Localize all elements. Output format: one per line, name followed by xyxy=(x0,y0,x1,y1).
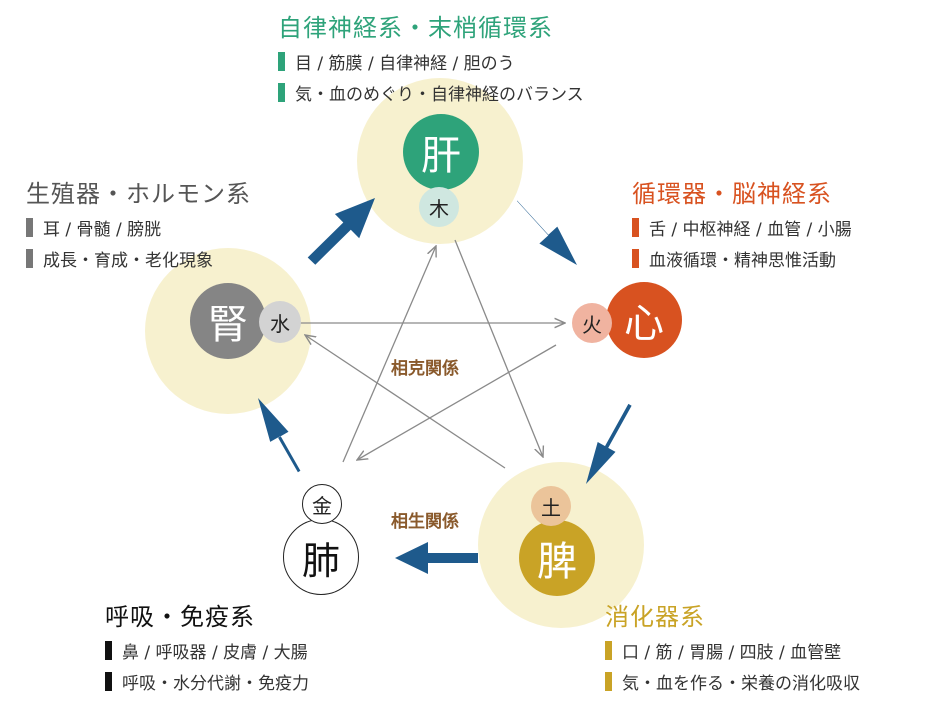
generation-arrow-liver-heart xyxy=(517,200,577,265)
generation-arrow-lung-kidney xyxy=(258,398,301,473)
lung-system-block: 呼吸・免疫系 鼻 / 呼吸器 / 皮膚 / 大腸 呼吸・水分代謝・免疫力 xyxy=(105,597,309,694)
kidney-system-line-2: 成長・育成・老化現象 xyxy=(43,251,213,271)
spleen-organ-label: 脾 xyxy=(537,539,577,585)
spleen-system-block: 消化器系 口 / 筋 / 胃腸 / 四肢 / 血管壁 気・血を作る・栄養の消化吸… xyxy=(605,597,860,694)
bullet-marker xyxy=(105,672,112,691)
bullet-marker xyxy=(278,52,285,71)
kidney-circle: 腎 xyxy=(190,283,266,359)
lung-system-line-1: 鼻 / 呼吸器 / 皮膚 / 大腸 xyxy=(122,643,308,663)
control-arrow-heart-lung xyxy=(357,344,557,460)
kidney-organ-label: 腎 xyxy=(208,302,248,348)
heart-circle: 心 xyxy=(606,282,682,358)
fire-element-label: 火 xyxy=(582,312,602,337)
lung-system-line: 呼吸・水分代謝・免疫力 xyxy=(105,669,309,694)
water-element-label: 水 xyxy=(270,311,290,336)
generation-arrow-heart-spleen xyxy=(586,403,632,484)
heart-organ-label: 心 xyxy=(624,301,664,347)
kidney-system-block: 生殖器・ホルモン系 耳 / 骨髄 / 膀胱 成長・育成・老化現象 xyxy=(26,174,251,271)
metal-element-circle: 金 xyxy=(302,484,342,524)
bullet-marker xyxy=(26,218,33,237)
control-arrow-liver-spleen xyxy=(454,239,543,457)
liver-system-line: 目 / 筋膜 / 自律神経 / 胆のう xyxy=(278,49,584,74)
bullet-marker xyxy=(632,218,639,237)
spleen-system-line: 口 / 筋 / 胃腸 / 四肢 / 血管壁 xyxy=(605,638,860,663)
bullet-marker xyxy=(26,249,33,268)
liver-system-line-2: 気・血のめぐり・自律神経のバランス xyxy=(295,85,584,105)
liver-system-line: 気・血のめぐり・自律神経のバランス xyxy=(278,80,584,105)
control-relation-label: 相克関係 xyxy=(391,359,459,379)
generation-relation-label: 相生関係 xyxy=(391,512,459,532)
heart-system-line: 舌 / 中枢神経 / 血管 / 小腸 xyxy=(632,215,852,240)
liver-organ-label: 肝 xyxy=(421,133,461,179)
generation-arrow-spleen-lung xyxy=(395,542,478,574)
kidney-system-line: 成長・育成・老化現象 xyxy=(26,246,251,271)
control-arrow-lung-liver xyxy=(342,246,436,463)
water-element-circle: 水 xyxy=(259,301,301,343)
heart-system-line: 血液循環・精神思惟活動 xyxy=(632,246,852,271)
heart-system-title: 循環器・脳神経系 xyxy=(632,180,832,208)
earth-element-label: 土 xyxy=(541,495,561,520)
spleen-system-line-2: 気・血を作る・栄養の消化吸収 xyxy=(622,674,860,694)
spleen-system-line: 気・血を作る・栄養の消化吸収 xyxy=(605,669,860,694)
bullet-marker xyxy=(605,672,612,691)
liver-circle: 肝 xyxy=(403,114,479,190)
lung-organ-label: 肺 xyxy=(301,538,340,583)
lung-system-line: 鼻 / 呼吸器 / 皮膚 / 大腸 xyxy=(105,638,309,663)
earth-element-circle: 土 xyxy=(531,486,571,526)
control-arrow-spleen-kidney xyxy=(305,335,506,469)
kidney-system-title: 生殖器・ホルモン系 xyxy=(26,180,251,208)
spleen-system-title: 消化器系 xyxy=(605,603,705,631)
bullet-marker xyxy=(105,641,112,660)
bullet-marker xyxy=(632,249,639,268)
liver-system-line-1: 目 / 筋膜 / 自律神経 / 胆のう xyxy=(295,54,515,74)
wood-element-circle: 木 xyxy=(419,187,459,227)
metal-element-label: 金 xyxy=(312,493,332,518)
spleen-system-line-1: 口 / 筋 / 胃腸 / 四肢 / 血管壁 xyxy=(622,643,842,663)
wood-element-label: 木 xyxy=(429,196,449,221)
kidney-system-line-1: 耳 / 骨髄 / 膀胱 xyxy=(43,220,162,240)
spleen-circle: 脾 xyxy=(519,520,595,596)
liver-system-title: 自律神経系・末梢循環系 xyxy=(278,14,553,42)
heart-system-block: 循環器・脳神経系 舌 / 中枢神経 / 血管 / 小腸 血液循環・精神思惟活動 xyxy=(632,174,852,271)
generation-arrow-kidney-liver xyxy=(307,198,375,265)
fire-element-circle: 火 xyxy=(572,303,612,343)
liver-system-block: 自律神経系・末梢循環系 目 / 筋膜 / 自律神経 / 胆のう 気・血のめぐり・… xyxy=(278,8,584,105)
heart-system-line-1: 舌 / 中枢神経 / 血管 / 小腸 xyxy=(649,220,852,240)
lung-circle: 肺 xyxy=(283,519,359,595)
bullet-marker xyxy=(605,641,612,660)
kidney-system-line: 耳 / 骨髄 / 膀胱 xyxy=(26,215,251,240)
lung-system-line-2: 呼吸・水分代謝・免疫力 xyxy=(122,674,309,694)
lung-system-title: 呼吸・免疫系 xyxy=(105,603,255,631)
heart-system-line-2: 血液循環・精神思惟活動 xyxy=(649,251,836,271)
bullet-marker xyxy=(278,83,285,102)
